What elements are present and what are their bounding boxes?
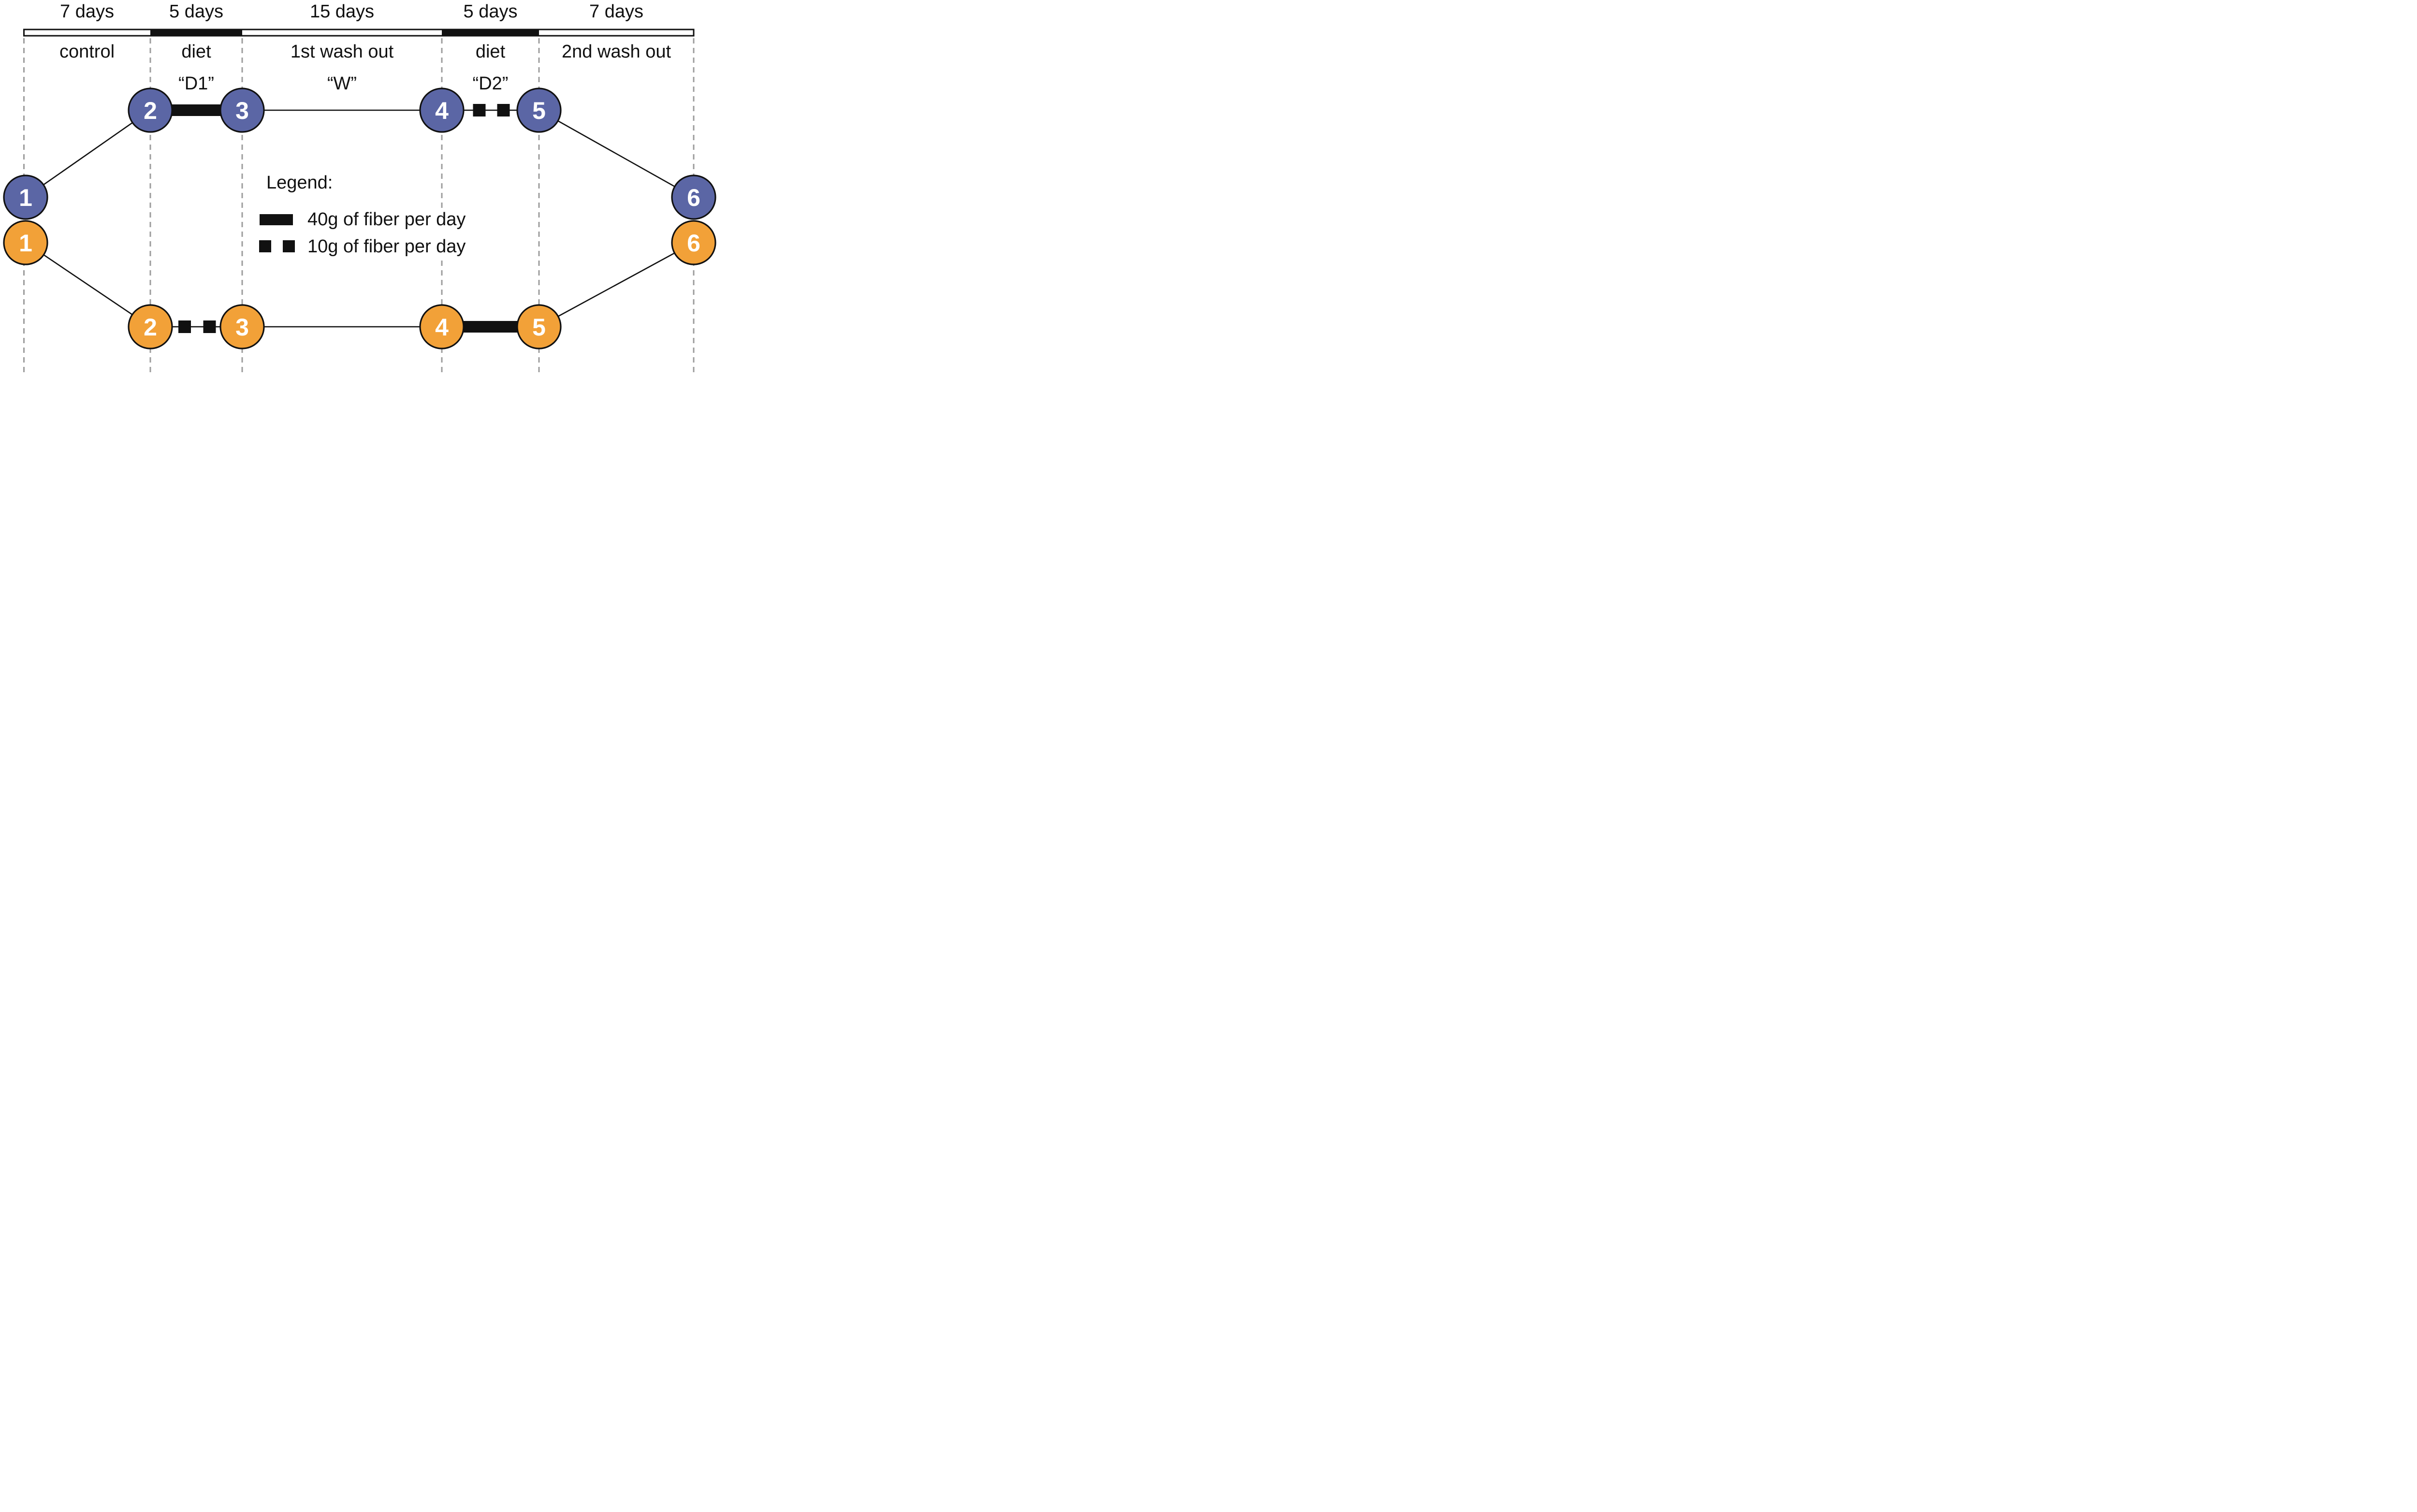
- phase-duration-diet1: 5 days: [169, 1, 223, 22]
- phase-name-control: control: [59, 42, 115, 62]
- visit-circle-shape: [3, 174, 48, 220]
- visit-number: 3: [235, 314, 249, 341]
- phase-name-diet2: diet: [476, 42, 506, 62]
- visit-number: 5: [532, 314, 546, 341]
- visit-circle-shape: [419, 304, 465, 349]
- orange-arm-visits: 1 2 3 4 5 6: [3, 220, 716, 349]
- edge-orange-5-6: [539, 242, 694, 328]
- visit-number: 1: [19, 184, 32, 211]
- phase-code-labels: “D1” “W” “D2”: [178, 73, 508, 94]
- visit-circle-shape: [671, 174, 716, 220]
- phase-name-diet1: diet: [181, 42, 211, 62]
- legend-swatch-40g-solid-bar: [260, 214, 293, 225]
- visit-circle-shape: [219, 87, 265, 133]
- phase-duration-washout2: 7 days: [589, 1, 643, 22]
- study-design-figure: 7 days 5 days 15 days 5 days 7 days cont…: [0, 0, 720, 378]
- fiber-10g-square-blue-b: [497, 104, 510, 116]
- timeline-bar-track: [23, 29, 695, 37]
- visit-number: 6: [687, 230, 700, 257]
- phase-code-D2: “D2”: [473, 73, 509, 94]
- visit-circle-shape: [516, 304, 562, 349]
- legend-item-40g: 40g of fiber per day: [260, 209, 466, 230]
- phase-code-W: “W”: [327, 73, 357, 94]
- blue-arm-visits: 1 2 3 4 5 6: [3, 87, 716, 220]
- visit-number: 5: [532, 97, 546, 124]
- phase-name-washout1: 1st wash out: [291, 42, 394, 62]
- timeline-bar: [23, 29, 695, 37]
- legend-title: Legend:: [266, 173, 333, 193]
- fiber-10g-squares: [178, 104, 510, 333]
- visit-circle-orange-6: 6: [671, 220, 716, 265]
- visit-circle-blue-5: 5: [516, 87, 562, 133]
- visit-number: 4: [435, 314, 449, 341]
- timeline-diet-segment-2: [442, 29, 539, 37]
- visit-circle-shape: [516, 87, 562, 133]
- visit-circle-shape: [419, 87, 465, 133]
- fiber-10g-square-orange-b: [203, 320, 216, 333]
- fiber-10g-square-orange-a: [178, 320, 191, 333]
- legend: Legend: 40g of fiber per day 10g of fibe…: [259, 173, 476, 259]
- visit-circle-blue-6: 6: [671, 174, 716, 220]
- phase-code-D1: “D1”: [178, 73, 214, 94]
- legend-item-10g: 10g of fiber per day: [259, 236, 466, 257]
- phase-duration-labels: 7 days 5 days 15 days 5 days 7 days: [60, 1, 643, 22]
- study-design-diagram: 7 days 5 days 15 days 5 days 7 days cont…: [0, 0, 720, 378]
- visit-circle-orange-4: 4: [419, 304, 465, 349]
- phase-duration-washout1: 15 days: [310, 1, 374, 22]
- visit-circle-shape: [219, 304, 265, 349]
- visit-circle-blue-2: 2: [128, 87, 173, 133]
- visit-number: 6: [687, 184, 700, 211]
- visit-number: 4: [435, 97, 449, 124]
- legend-label-10g: 10g of fiber per day: [307, 236, 466, 257]
- visit-number: 2: [144, 97, 157, 124]
- visit-circle-orange-3: 3: [219, 304, 265, 349]
- visit-number: 2: [144, 314, 157, 341]
- visit-circle-shape: [3, 220, 48, 265]
- visit-circle-orange-1: 1: [3, 220, 48, 265]
- edge-blue-1-2: [25, 109, 151, 198]
- visit-circle-blue-4: 4: [419, 87, 465, 133]
- phase-name-labels: control diet 1st wash out diet 2nd wash …: [59, 42, 671, 62]
- legend-label-40g: 40g of fiber per day: [307, 209, 466, 230]
- visit-circle-shape: [128, 87, 173, 133]
- phase-duration-control: 7 days: [60, 1, 114, 22]
- phase-name-washout2: 2nd wash out: [562, 42, 671, 62]
- figure-background: [0, 0, 720, 378]
- edge-blue-5-6: [539, 109, 694, 198]
- edge-orange-1-2: [25, 242, 151, 328]
- timeline-diet-segment-1: [150, 29, 242, 37]
- visit-circle-shape: [671, 220, 716, 265]
- visit-number: 3: [235, 97, 249, 124]
- visit-number: 1: [19, 230, 32, 257]
- phase-duration-diet2: 5 days: [464, 1, 518, 22]
- visit-circle-blue-1: 1: [3, 174, 48, 220]
- legend-backing: [304, 208, 476, 259]
- visit-circle-shape: [128, 304, 173, 349]
- fiber-10g-square-blue-a: [473, 104, 486, 116]
- visit-circle-orange-2: 2: [128, 304, 173, 349]
- visit-circle-orange-5: 5: [516, 304, 562, 349]
- visit-circle-blue-3: 3: [219, 87, 265, 133]
- legend-swatch-10g-square-b: [283, 240, 295, 252]
- legend-swatch-10g-square-a: [259, 240, 271, 252]
